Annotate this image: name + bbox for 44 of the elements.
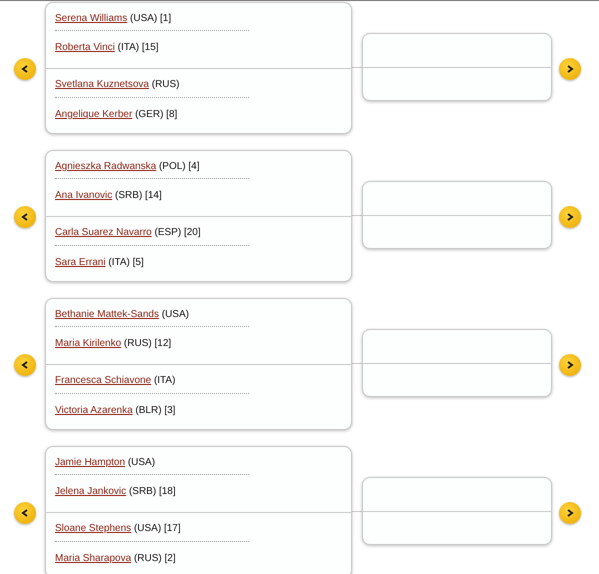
result-box: [362, 329, 552, 397]
player-info: (USA): [128, 457, 156, 468]
connector-line: [352, 67, 362, 68]
player-link: Sara Errani: [55, 257, 106, 268]
player-link: Jelena Jankovic: [55, 486, 126, 497]
player-link: Serena Williams: [55, 13, 128, 24]
player-info: (BLR) [3]: [135, 405, 176, 416]
player-info: (SRB) [18]: [128, 486, 176, 497]
player-link: Agnieszka Radwanska: [55, 161, 156, 172]
player-info: (USA): [162, 309, 189, 320]
match-card: [45, 2, 352, 134]
player-link: Ana Ivanovic: [55, 190, 112, 201]
result-box: [362, 181, 552, 249]
player-info: (USA) [1]: [130, 13, 172, 24]
result-box: [362, 477, 552, 545]
connector-line: [352, 363, 362, 364]
player-info: (GER) [8]: [135, 109, 178, 120]
player-info: (ITA) [5]: [108, 257, 144, 268]
player-link: Victoria Azarenka: [55, 405, 133, 416]
player-info: (ITA) [15]: [118, 42, 159, 53]
player-info: (USA) [17]: [134, 523, 181, 534]
player-link: Svetlana Kuznetsova: [55, 79, 149, 90]
player-link: Jamie Hampton: [55, 457, 126, 468]
result-box: [362, 33, 552, 101]
player-link: Francesca Schiavone: [55, 375, 152, 386]
player-link: Roberta Vinci: [55, 42, 115, 53]
player-link: Bethanie Mattek-Sands: [55, 309, 159, 320]
player-info: (RUS) [2]: [134, 553, 176, 564]
match-card: [45, 150, 352, 282]
player-info: (RUS): [152, 79, 180, 90]
player-info: (ESP) [20]: [154, 227, 201, 238]
player-info: (RUS) [12]: [124, 338, 172, 349]
player-info: (POL) [4]: [158, 161, 200, 172]
player-link: Carla Suarez Navarro: [55, 227, 152, 238]
connector-line: [352, 511, 362, 512]
player-link: Angelique Kerber: [55, 109, 132, 120]
connector-line: [352, 215, 362, 216]
player-info: (SRB) [14]: [115, 190, 162, 201]
match-card: [45, 446, 352, 574]
player-link: Maria Kirilenko: [55, 338, 122, 349]
player-link: Maria Sharapova: [55, 553, 132, 564]
player-link: Sloane Stephens: [55, 523, 132, 534]
player-info: (ITA): [154, 375, 176, 386]
match-card: [45, 298, 352, 430]
